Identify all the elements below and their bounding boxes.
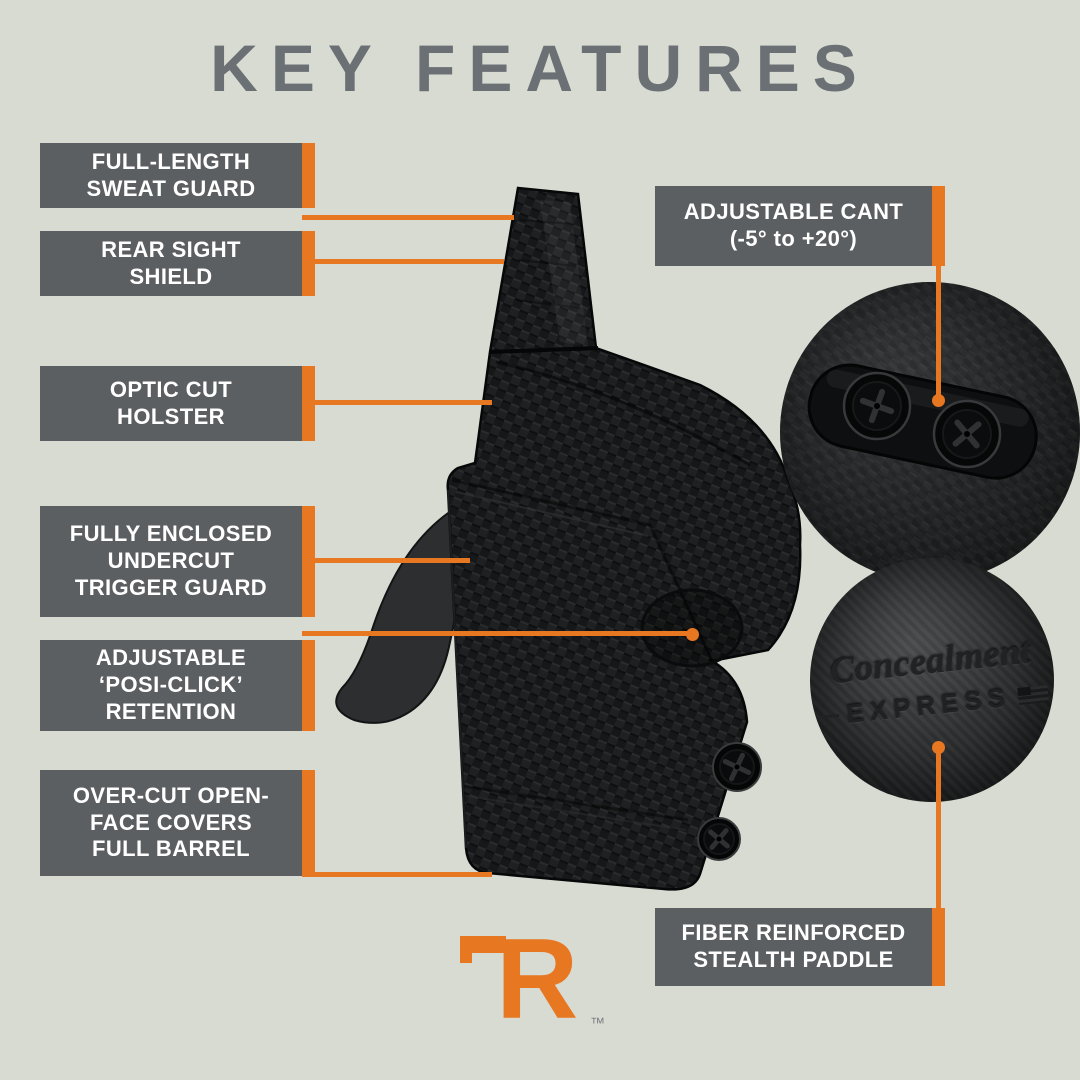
accent-bar [932,186,945,266]
cant-screw-left [842,371,912,441]
connector-rear-sight [302,259,504,264]
accent-bar [302,770,315,876]
sheen [540,200,588,346]
connector-paddle [936,747,941,908]
logo-gun-barrel-shape [460,936,506,953]
connector-retention-dot [686,628,699,641]
holster-product-image [335,186,802,891]
brand-r-logo: R ™ [430,908,640,1043]
feature-panel-stealth-paddle: FIBER REINFORCED STEALTH PADDLE [655,908,945,986]
feature-label: OPTIC CUT HOLSTER [109,376,233,429]
connector-cant [936,266,941,400]
feature-panel-over-cut: OVER-CUT OPEN- FACE COVERS FULL BARREL [40,770,315,876]
connector-cant-dot [932,394,945,407]
muzzle-ridge [461,784,689,822]
feature-label: FIBER REINFORCED STEALTH PADDLE [681,920,906,972]
accent-bar [302,143,315,208]
feature-label: ADJUSTABLE ‘POSI-CLICK’ RETENTION [95,645,247,724]
brand-emboss: Concealment EXPRESS [810,558,1054,802]
connector-sweat-guard [302,215,514,220]
feature-panel-sweat-guard: FULL-LENGTH SWEAT GUARD [40,143,315,208]
feature-label: FULL-LENGTH SWEAT GUARD [86,148,256,201]
feature-panel-retention: ADJUSTABLE ‘POSI-CLICK’ RETENTION [40,640,315,731]
accent-bar [302,506,315,617]
feature-panel-adjustable-cant: ADJUSTABLE CANT (-5° to +20°) [655,186,945,266]
kydex-striations [515,219,581,309]
us-flag-icon [1017,684,1050,705]
sweat-guard-base-ridge [489,346,599,354]
accent-bar [302,640,315,731]
retention-screw-lower [697,817,741,861]
feature-label: REAR SIGHT SHIELD [101,236,241,289]
feature-panel-optic-cut: OPTIC CUT HOLSTER [40,366,315,441]
logo-letter: R [496,916,578,1038]
page-title: KEY FEATURES [210,31,870,105]
retention-screw-upper [712,742,762,792]
rule-left [820,713,839,719]
feature-panel-trigger-guard: FULLY ENCLOSED UNDERCUT TRIGGER GUARD [40,506,315,617]
cant-screw-right [932,399,1002,469]
left-edge-highlight [447,489,467,849]
logo-gun-grip-shape [460,953,472,963]
connector-retention [302,631,692,636]
brand-stamp-closeup-photo: Concealment EXPRESS [810,558,1054,802]
feature-panel-rear-sight: REAR SIGHT SHIELD [40,231,315,296]
body-ledge-ridge [451,478,714,662]
feature-label: FULLY ENCLOSED UNDERCUT TRIGGER GUARD [69,521,273,600]
connector-paddle-dot [932,741,945,754]
cant-hardware-closeup-photo [780,282,1080,582]
muzzle-ridge-highlight [465,795,687,831]
slide-ridge [495,360,751,467]
feature-label: ADJUSTABLE CANT (-5° to +20°) [683,199,904,251]
body-ledge-highlight [455,491,649,537]
connector-trigger-guard [302,558,470,563]
accent-bar [932,908,945,986]
trademark-symbol: ™ [590,1015,605,1032]
accent-bar [302,366,315,441]
connector-over-cut [302,872,492,877]
accent-bar [302,231,315,296]
connector-optic-cut [302,400,492,405]
feature-label: OVER-CUT OPEN- FACE COVERS FULL BARREL [72,782,270,862]
